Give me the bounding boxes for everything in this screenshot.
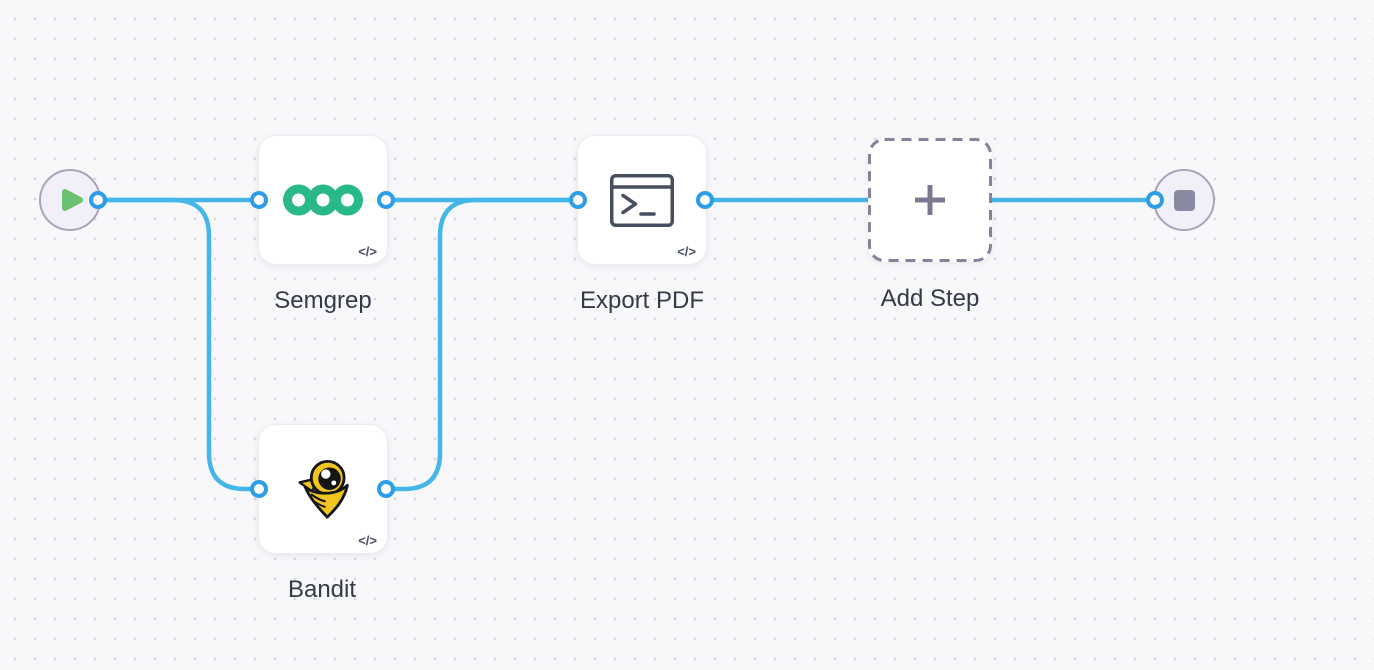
edge-bandit-exportpdf[interactable] bbox=[383, 197, 581, 492]
node-bandit[interactable]: </> bbox=[258, 424, 388, 554]
code-badge-icon: </> bbox=[358, 533, 377, 548]
port-semgrep-output[interactable] bbox=[377, 191, 395, 209]
node-label-export-pdf: Export PDF bbox=[579, 287, 705, 314]
stop-icon bbox=[1173, 189, 1195, 211]
code-badge-icon: </> bbox=[358, 244, 377, 259]
port-semgrep-input[interactable] bbox=[250, 191, 268, 209]
plus-icon bbox=[915, 185, 945, 215]
port-export-pdf-output[interactable] bbox=[696, 191, 714, 209]
edge-start-bandit[interactable] bbox=[95, 197, 262, 492]
node-semgrep[interactable]: </> bbox=[258, 135, 388, 265]
code-badge-icon: </> bbox=[677, 244, 696, 259]
play-icon bbox=[62, 189, 83, 211]
port-start-output[interactable] bbox=[89, 191, 107, 209]
terminal-icon bbox=[610, 173, 674, 227]
node-label-add-step: Add Step bbox=[880, 285, 980, 312]
port-bandit-input[interactable] bbox=[250, 480, 268, 498]
port-export-pdf-input[interactable] bbox=[569, 191, 587, 209]
semgrep-logo bbox=[283, 184, 363, 216]
node-label-bandit: Bandit bbox=[287, 576, 357, 603]
bandit-logo bbox=[298, 459, 349, 519]
node-label-semgrep: Semgrep bbox=[274, 287, 372, 314]
port-bandit-output[interactable] bbox=[377, 480, 395, 498]
port-end-input[interactable] bbox=[1146, 191, 1164, 209]
dashed-border bbox=[868, 138, 992, 262]
node-export-pdf[interactable]: </> bbox=[577, 135, 707, 265]
add-step-node[interactable] bbox=[868, 138, 992, 262]
